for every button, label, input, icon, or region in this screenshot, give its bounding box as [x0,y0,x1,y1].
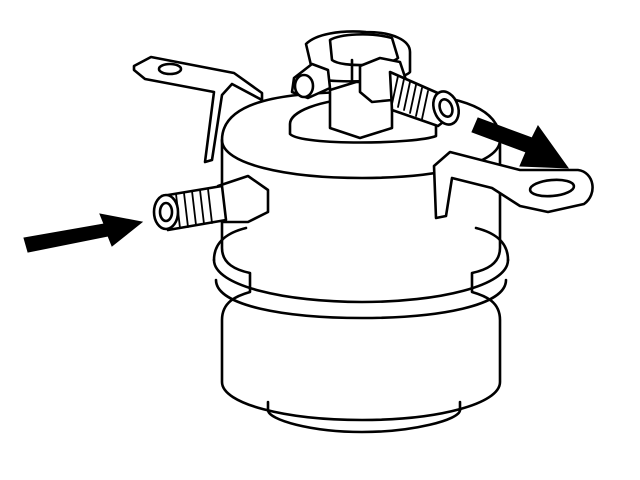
top-left-nipple [290,62,332,100]
inlet-fitting [152,174,270,232]
inlet-port [152,193,180,231]
left-mounting-bracket [132,55,264,164]
outlet-port [432,90,460,126]
outlet-thread [391,75,429,120]
left-bracket-hole [157,62,183,76]
outlet-flow-arrow [471,117,570,169]
right-bracket-hole [528,178,576,198]
right-mounting-bracket [432,150,594,220]
outlet-fitting [358,56,460,128]
inlet-flow-arrow [23,213,144,253]
